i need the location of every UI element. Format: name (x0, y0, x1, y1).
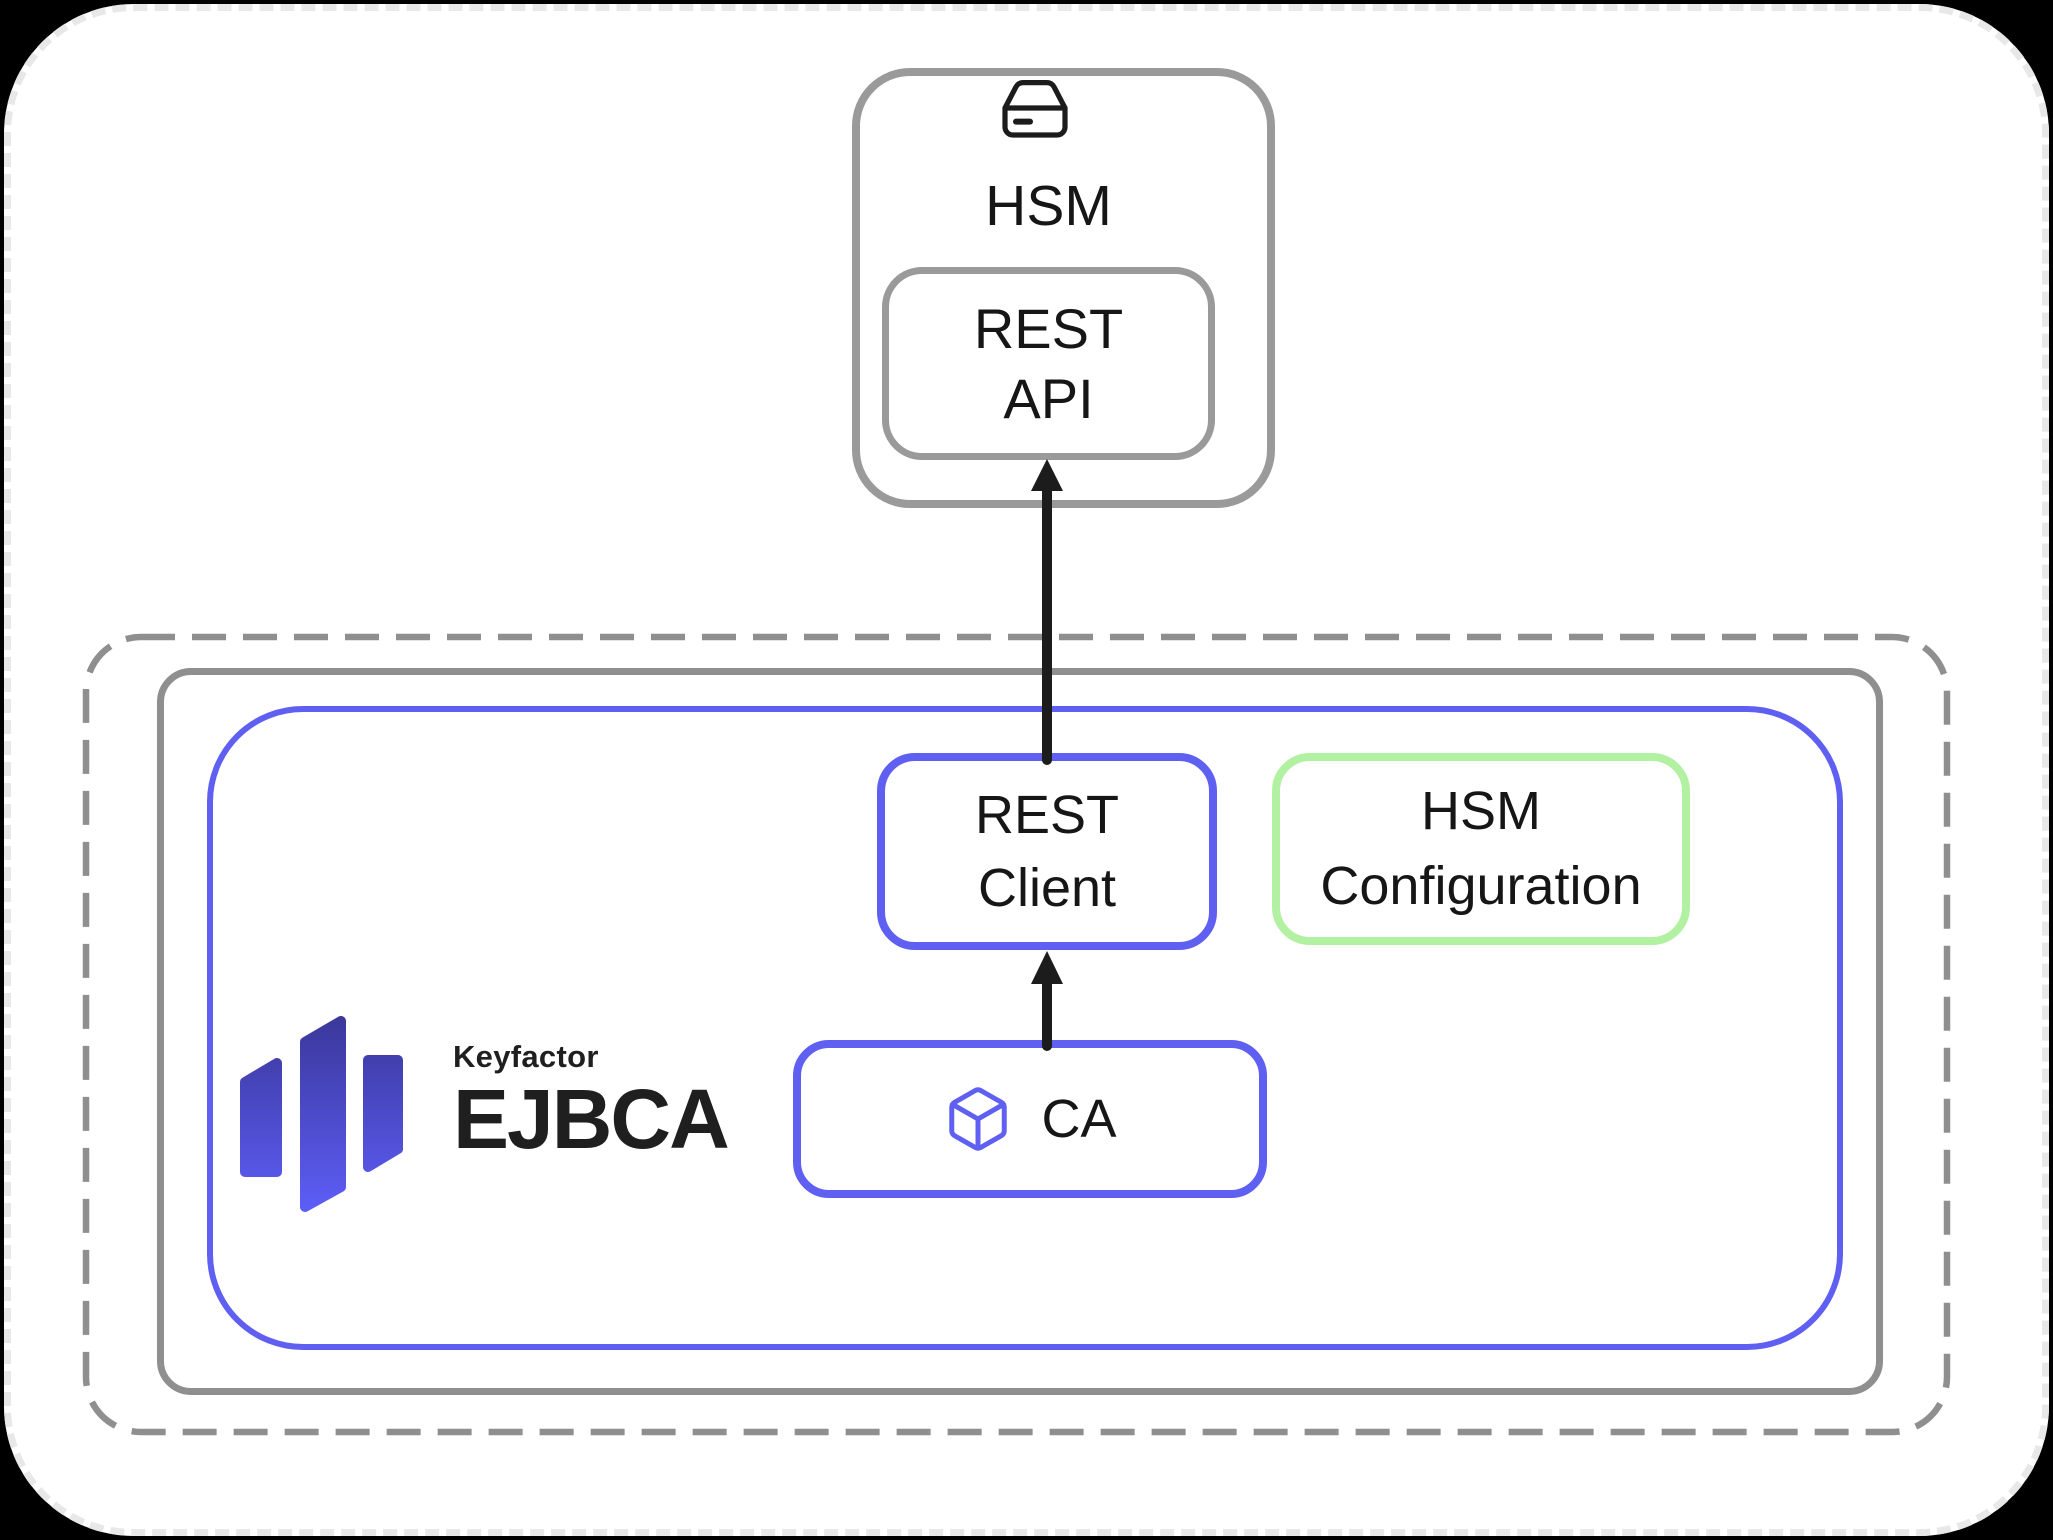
rest-client-label-line1: REST (974, 784, 1120, 845)
logo-brand-name: Keyfactor (453, 1039, 599, 1074)
rest-client-label-line2: Client (977, 857, 1117, 918)
hsm-configuration-label-line1: HSM (1421, 781, 1541, 841)
cube-icon (949, 1087, 1008, 1151)
logo-text-block: Keyfactor EJBCA (453, 1039, 730, 1166)
hsm-label: HSM (985, 174, 1112, 238)
hsm-device-icon (1002, 80, 1068, 138)
rest-api-box: REST API (882, 267, 1215, 460)
hsm-box (852, 68, 1275, 508)
rest-client-box: REST Client (877, 753, 1217, 950)
rest-api-label-line2: API (1003, 366, 1094, 430)
logo-bar-middle (300, 1016, 346, 1212)
rest-api-label-line1: REST (973, 296, 1124, 360)
hsm-configuration-box: HSM Configuration (1272, 753, 1690, 945)
ca-label: CA (1041, 1089, 1117, 1149)
hsm-configuration-label-line2: Configuration (1320, 856, 1642, 916)
logo-bar-left (240, 1058, 282, 1177)
keyfactor-logo-mark (240, 1016, 403, 1212)
host-container (157, 668, 1883, 1395)
logo-bar-right (363, 1055, 403, 1172)
ejbca-container (207, 706, 1843, 1350)
ca-box: CA (793, 1040, 1267, 1198)
logo-product-name: EJBCA (453, 1072, 730, 1166)
